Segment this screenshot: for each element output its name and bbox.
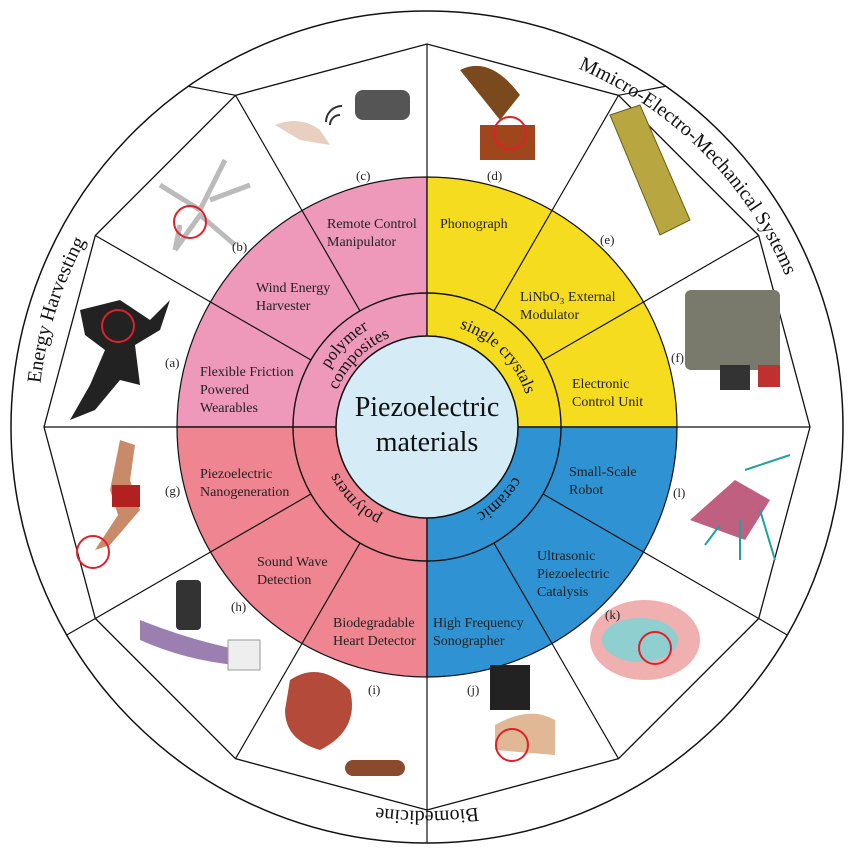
- svg-text:LiNbO₃ External: LiNbO₃ External: [520, 290, 616, 305]
- center-circle: [335, 335, 519, 519]
- sector-divider: [643, 234, 759, 303]
- application-sound-wave-detection: Sound Wave Detection: [257, 555, 328, 588]
- svg-text:Catalysis: Catalysis: [537, 585, 588, 600]
- highlight-circle: [638, 631, 672, 665]
- svg-text:Detection: Detection: [257, 573, 311, 588]
- application-phonograph: Phonograph: [440, 217, 508, 232]
- application-divider: [493, 542, 553, 644]
- highlight-circle: [495, 728, 529, 762]
- svg-text:Sound Wave: Sound Wave: [257, 555, 328, 570]
- panel-label-a: (a): [165, 355, 179, 370]
- field-label-biomedicine: Biomedicine: [374, 803, 480, 828]
- sector-divider: [551, 643, 620, 759]
- application-divider: [493, 210, 553, 312]
- panel-label-e: (e): [600, 232, 614, 247]
- svg-text:Heart Detector: Heart Detector: [333, 634, 416, 649]
- illustrations: [70, 65, 791, 776]
- svg-text:Small-Scale: Small-Scale: [569, 465, 637, 480]
- highlight-circle: [173, 205, 207, 239]
- svg-text:Harvester: Harvester: [256, 299, 311, 314]
- panel-label-c: (c): [356, 168, 370, 183]
- application-flexible-friction-wearables: Flexible Friction Powered Wearables: [200, 365, 294, 416]
- sector-divider: [234, 95, 303, 211]
- panel-label-b: (b): [232, 239, 247, 254]
- application-divider: [210, 301, 312, 361]
- application-remote-control-manipulator: Remote Control Manipulator: [327, 217, 417, 250]
- application-biodegradable-heart-detector: Biodegradable Heart Detector: [333, 616, 416, 649]
- sector-divider: [551, 95, 620, 211]
- application-piezoelectric-nanogeneration: Piezoelectric Nanogeneration: [200, 467, 289, 500]
- application-high-frequency-sonographer: High Frequency Sonographer: [433, 616, 524, 649]
- phone-illustration-h: [140, 580, 261, 671]
- svg-text:Wearables: Wearables: [200, 401, 258, 416]
- panel-label-l: (l): [673, 485, 685, 500]
- field-divider: [758, 617, 788, 636]
- svg-text:Biodegradable: Biodegradable: [333, 616, 415, 631]
- highlight-circle: [493, 116, 527, 150]
- svg-text:Piezoelectric: Piezoelectric: [200, 467, 272, 482]
- modulator-illustration-e: [609, 104, 691, 236]
- runner-illustration-g: [76, 440, 140, 569]
- svg-text:Electronic: Electronic: [572, 377, 630, 392]
- phonograph-illustration-d: [460, 65, 535, 160]
- panel-label-h: (h): [231, 599, 246, 614]
- panel-label-f: (f): [671, 350, 684, 365]
- svg-text:Flexible Friction: Flexible Friction: [200, 365, 294, 380]
- runner-illustration-a: [70, 300, 170, 420]
- svg-text:Sonographer: Sonographer: [433, 634, 505, 649]
- application-linbo3-modulator: LiNbO₃ External Modulator: [520, 290, 616, 323]
- svg-text:Control Unit: Control Unit: [572, 395, 643, 410]
- panel-label-g: (g): [165, 483, 180, 498]
- center-title-line2: materials: [376, 427, 479, 458]
- sector-divider: [95, 551, 211, 620]
- application-ultrasonic-catalysis: Ultrasonic Piezoelectric Catalysis: [537, 549, 609, 600]
- svg-text:Robot: Robot: [569, 483, 603, 498]
- cell-illustration-k: [590, 600, 700, 680]
- svg-text:Manipulator: Manipulator: [327, 235, 397, 250]
- svg-text:Remote Control: Remote Control: [327, 217, 417, 232]
- panel-label-d: (d): [487, 168, 502, 183]
- svg-text:Piezoelectric: Piezoelectric: [537, 567, 609, 582]
- panel-label-i: (i): [368, 682, 380, 697]
- sector-divider: [234, 643, 303, 759]
- panel-label-j: (j): [467, 682, 479, 697]
- svg-text:Modulator: Modulator: [520, 308, 579, 323]
- field-divider: [66, 617, 96, 636]
- svg-text:Nanogeneration: Nanogeneration: [200, 485, 289, 500]
- hand-manipulator-illustration-c: [275, 90, 410, 145]
- field-divider: [618, 85, 666, 96]
- svg-text:Powered: Powered: [200, 383, 249, 398]
- sector-divider: [95, 234, 211, 303]
- application-divider: [542, 301, 644, 361]
- wind-turbine-illustration-b: [158, 158, 251, 252]
- highlight-circle: [101, 309, 135, 343]
- heart-illustration-i: [285, 672, 405, 776]
- application-electronic-control-unit: Electronic Control Unit: [572, 377, 643, 410]
- application-divider: [301, 210, 361, 312]
- svg-text:Phonograph: Phonograph: [440, 217, 508, 232]
- svg-text:Ultrasonic: Ultrasonic: [537, 549, 595, 564]
- sector-divider: [643, 551, 759, 620]
- application-small-scale-robot: Small-Scale Robot: [569, 465, 637, 498]
- application-divider: [542, 493, 644, 553]
- highlight-circle: [76, 535, 110, 569]
- application-divider: [210, 493, 312, 553]
- svg-text:Wind Energy: Wind Energy: [256, 281, 330, 296]
- field-divider: [188, 85, 236, 96]
- sonographer-illustration-j: [490, 665, 555, 762]
- robot-insect-illustration-l: [690, 454, 791, 561]
- panel-label-k: (k): [605, 607, 620, 622]
- ecu-illustration-f: [685, 290, 780, 390]
- center-title-line1: Piezoelectric: [355, 392, 500, 423]
- application-divider: [301, 542, 361, 644]
- application-wind-energy-harvester: Wind Energy Harvester: [256, 281, 330, 314]
- svg-text:High Frequency: High Frequency: [433, 616, 524, 631]
